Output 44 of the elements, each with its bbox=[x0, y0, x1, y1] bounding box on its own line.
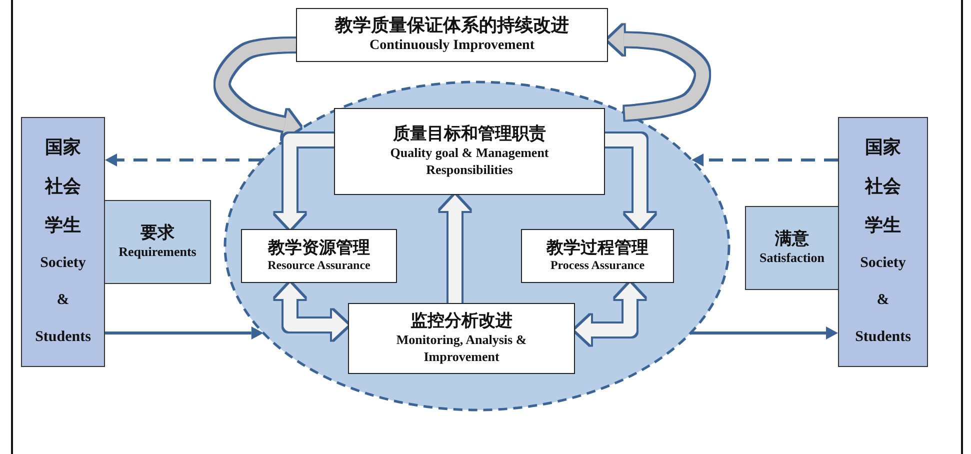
english-label: Students bbox=[855, 328, 911, 347]
process-box bbox=[334, 108, 605, 195]
chinese-label: 学生 bbox=[865, 214, 901, 236]
satisfaction-box bbox=[745, 206, 839, 290]
process-box bbox=[241, 229, 397, 283]
chinese-label: 质量目标和管理职责 bbox=[393, 124, 546, 145]
english-label: Continuously Improvement bbox=[369, 36, 535, 55]
stakeholder-box bbox=[21, 117, 105, 367]
arrow bbox=[690, 326, 838, 340]
chinese-label: 满意 bbox=[775, 229, 809, 250]
arrow bbox=[105, 326, 264, 340]
english-label: Quality goal & Management Responsibilities bbox=[389, 144, 550, 179]
ellipse-region bbox=[223, 80, 731, 412]
chinese-label: 教学质量保证体系的持续改进 bbox=[335, 15, 569, 37]
chinese-label: 教学资源管理 bbox=[268, 238, 370, 258]
english-label: Monitoring, Analysis & Improvement bbox=[395, 332, 528, 366]
english-label: Process Assurance bbox=[550, 258, 645, 274]
block-arrow bbox=[275, 134, 334, 229]
chinese-label: 社会 bbox=[865, 176, 901, 198]
chinese-label: 监控分析改进 bbox=[410, 311, 512, 332]
english-label: Requirements bbox=[118, 244, 196, 261]
dashed-arrow bbox=[105, 154, 262, 166]
requirement-box bbox=[104, 200, 211, 284]
chinese-label: 教学过程管理 bbox=[546, 238, 648, 258]
title-box bbox=[296, 8, 608, 62]
english-label: & bbox=[876, 290, 890, 310]
process-box bbox=[348, 303, 575, 374]
english-label: Resource Assurance bbox=[268, 258, 370, 274]
chinese-label: 学生 bbox=[45, 214, 81, 236]
chinese-label: 国家 bbox=[865, 136, 901, 158]
chinese-label: 社会 bbox=[45, 176, 81, 198]
english-label: Society bbox=[860, 254, 906, 273]
english-label: Students bbox=[35, 328, 91, 347]
block-arrow bbox=[440, 195, 470, 303]
block-arrow bbox=[575, 283, 645, 345]
process-box bbox=[521, 229, 674, 283]
chinese-label: 要求 bbox=[140, 223, 174, 244]
english-label: & bbox=[56, 290, 70, 310]
chinese-label: 国家 bbox=[45, 136, 81, 158]
block-arrow bbox=[275, 283, 348, 340]
english-label: Society bbox=[40, 254, 86, 273]
dashed-arrow bbox=[692, 154, 838, 166]
stakeholder-box bbox=[838, 117, 928, 367]
english-label: Satisfaction bbox=[760, 250, 824, 267]
